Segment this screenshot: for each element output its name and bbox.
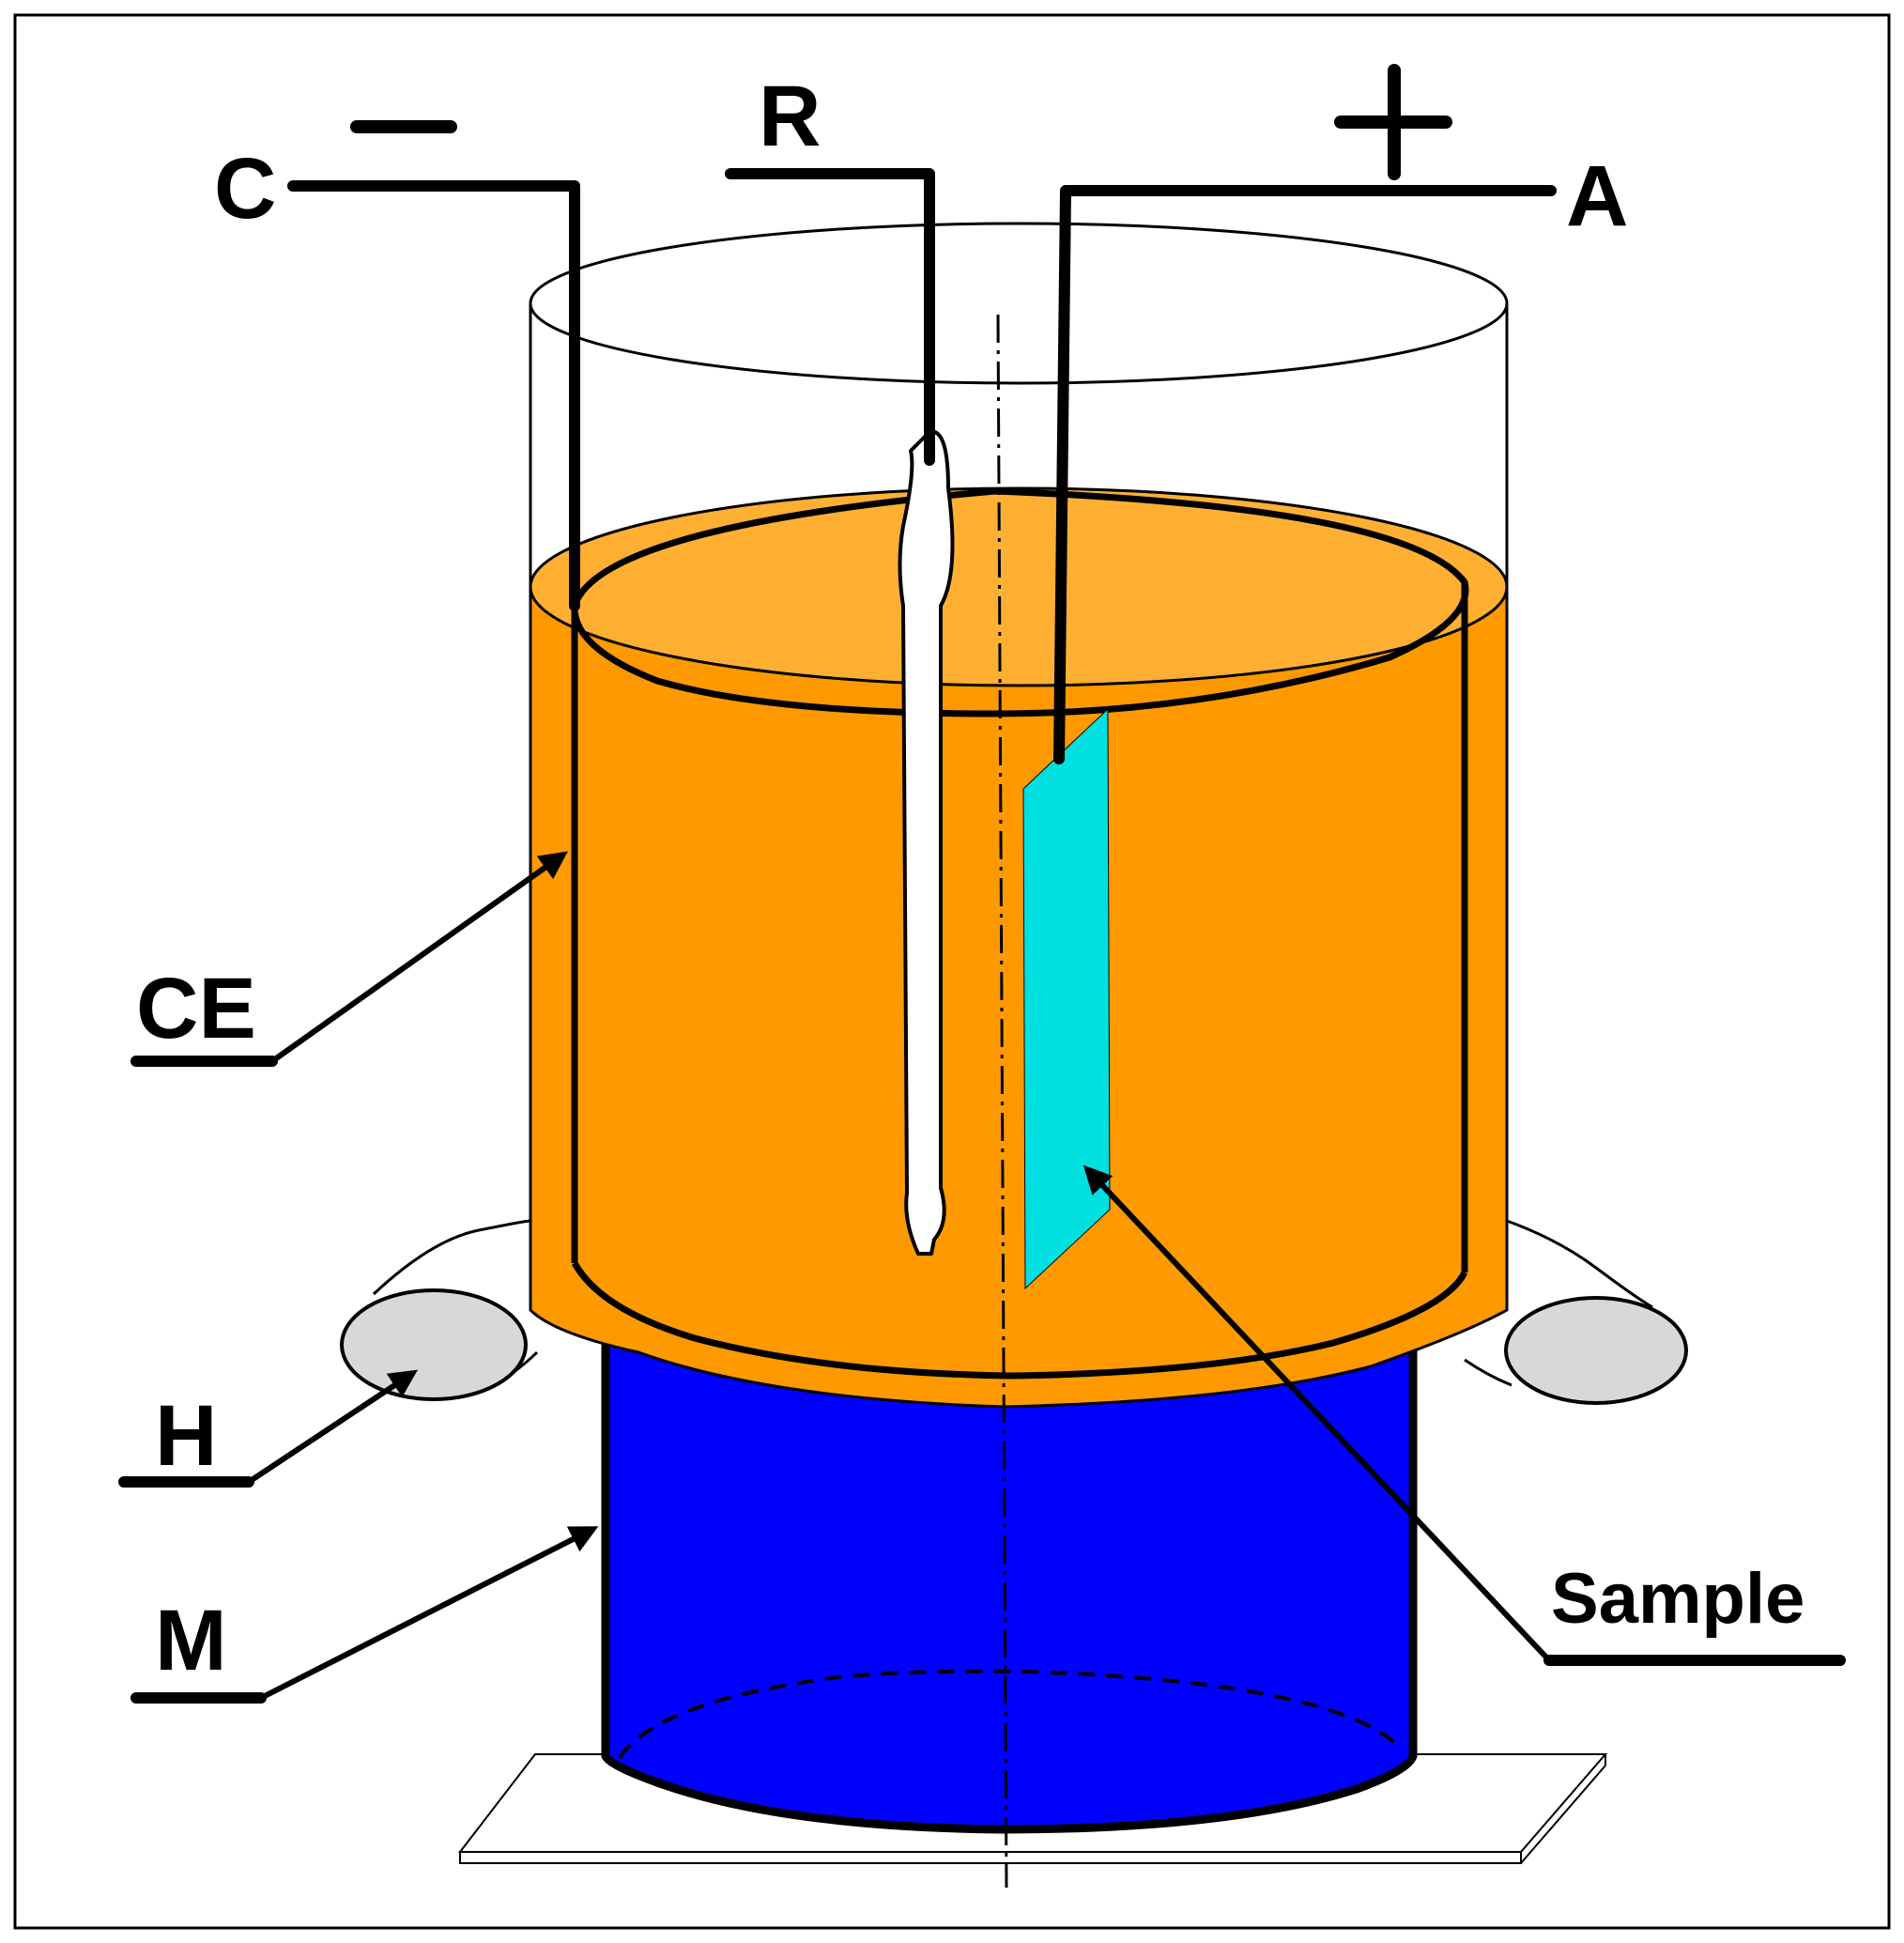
magnet	[601, 1319, 1418, 1834]
holder-right	[1464, 1219, 1688, 1405]
label-a: A	[1566, 148, 1628, 244]
ce-leader	[131, 851, 568, 1067]
label-r: R	[759, 69, 821, 164]
wires	[287, 168, 1557, 764]
counter-electrode	[571, 487, 1469, 1380]
sample-plate	[1022, 707, 1111, 1290]
m-leader	[131, 1526, 599, 1704]
sample-leader	[1083, 1164, 1846, 1666]
label-ce: CE	[136, 961, 256, 1056]
label-c: C	[214, 141, 276, 237]
reference-electrode	[898, 429, 955, 1256]
electrolyte	[529, 486, 1509, 1409]
positive-sign	[1334, 64, 1452, 180]
beaker	[529, 222, 1509, 587]
label-h: H	[155, 1388, 217, 1484]
centerline	[996, 314, 1008, 1889]
h-leader	[118, 1369, 419, 1488]
label-m: M	[155, 1593, 227, 1689]
label-sample: Sample	[1551, 1559, 1804, 1639]
